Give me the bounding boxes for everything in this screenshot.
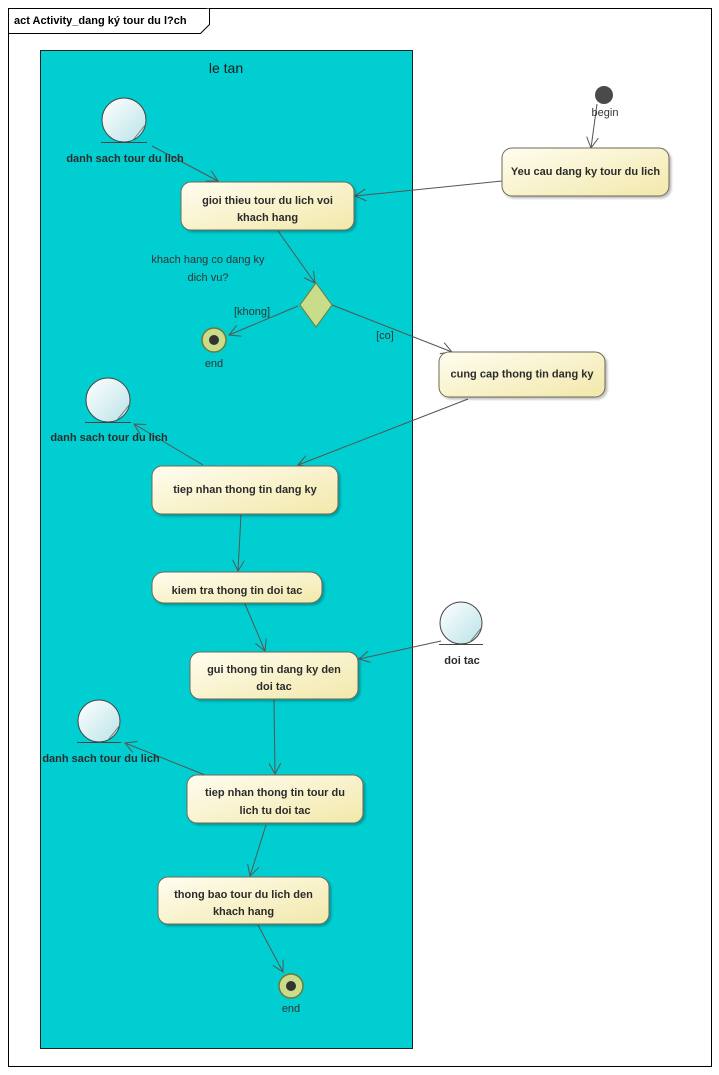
activity-tiep-nhan-label: tiep nhan thong tin dang ky bbox=[173, 484, 317, 496]
edges bbox=[125, 103, 597, 972]
entity-ds3[interactable] bbox=[77, 699, 121, 743]
edge-gui-to-tiep-nhan-tour bbox=[274, 699, 275, 774]
edge-decision-to-end bbox=[229, 305, 299, 335]
activity-gioi-thieu[interactable]: gioi thieu tour du lich voi khach hang bbox=[180, 181, 355, 231]
entity-ds1-label: danh sach tour du lich bbox=[66, 153, 184, 165]
entity-doi-tac-label: doi tac bbox=[444, 655, 479, 667]
swimlane-title: le tan bbox=[209, 60, 243, 76]
activity-gui-thong-tin[interactable]: gui thong tin dang ky den doi tac bbox=[189, 651, 359, 700]
activity-gui-thong-tin-label-1: gui thong tin dang ky den bbox=[207, 664, 341, 676]
edge-yeu-cau-to-gioi-thieu bbox=[355, 180, 503, 196]
activity-yeu-cau-label: Yeu cau dang ky tour du lich bbox=[511, 166, 660, 178]
edge-begin-to-yeu-cau bbox=[591, 103, 597, 148]
activity-thong-bao-label-1: thong bao tour du lich den bbox=[174, 889, 313, 901]
activity-tiep-nhan[interactable]: tiep nhan thong tin dang ky bbox=[151, 465, 339, 515]
frame-title-tab bbox=[8, 8, 210, 34]
activity-tiep-nhan-tour-label-1: tiep nhan thong tin tour du bbox=[205, 787, 345, 799]
edge-tiep-nhan-to-ds2 bbox=[134, 424, 204, 466]
edge-thong-bao-to-end bbox=[257, 924, 283, 972]
activity-tiep-nhan-tour-label-2: lich tu doi tac bbox=[240, 805, 311, 817]
guard-co: [co] bbox=[376, 330, 394, 342]
decision-question-line-1: khach hang co dang ky bbox=[151, 254, 265, 266]
guard-khong: [khong] bbox=[234, 306, 270, 318]
final-node-2-label: end bbox=[282, 1003, 300, 1015]
activity-yeu-cau[interactable]: Yeu cau dang ky tour du lich bbox=[501, 147, 670, 197]
edge-tiep-nhan-to-kiem-tra bbox=[238, 514, 241, 571]
activity-kiem-tra-label: kiem tra thong tin doi tac bbox=[172, 585, 303, 597]
frame-title: act Activity_dang ký tour du l?ch bbox=[14, 15, 187, 27]
decision-node[interactable] bbox=[299, 282, 333, 328]
activity-cung-cap[interactable]: cung cap thong tin dang ky bbox=[438, 351, 606, 398]
activity-kiem-tra[interactable]: kiem tra thong tin doi tac bbox=[151, 571, 323, 604]
decision-question-line-2: dich vu? bbox=[188, 272, 229, 284]
initial-node-label: begin bbox=[592, 107, 619, 119]
entity-ds2[interactable] bbox=[85, 377, 131, 423]
edge-ds1-to-gioi-thieu bbox=[151, 145, 218, 181]
entity-ds1[interactable] bbox=[101, 97, 147, 143]
edge-tiep-nhan-tour-to-ds3 bbox=[125, 743, 206, 776]
edge-gioi-thieu-to-decision bbox=[277, 230, 315, 283]
activity-tiep-nhan-tour[interactable]: tiep nhan thong tin tour du lich tu doi … bbox=[186, 774, 364, 824]
activity-gioi-thieu-label-2: khach hang bbox=[237, 212, 298, 224]
entity-ds3-label: danh sach tour du lich bbox=[42, 753, 160, 765]
edge-tiep-nhan-tour-to-thong-bao bbox=[250, 824, 267, 876]
entity-doi-tac[interactable] bbox=[439, 601, 483, 645]
activity-gioi-thieu-label-1: gioi thieu tour du lich voi bbox=[202, 195, 333, 207]
activity-gui-thong-tin-label-2: doi tac bbox=[256, 681, 291, 693]
edge-decision-to-cung-cap bbox=[331, 304, 452, 352]
edge-cung-cap-to-tiep-nhan bbox=[298, 398, 469, 465]
activity-thong-bao[interactable]: thong bao tour du lich den khach hang bbox=[157, 876, 330, 925]
final-node-1[interactable] bbox=[201, 327, 227, 353]
initial-node[interactable] bbox=[595, 86, 613, 104]
final-node-1-label: end bbox=[205, 358, 223, 370]
activity-cung-cap-label: cung cap thong tin dang ky bbox=[451, 368, 595, 380]
entity-ds2-label: danh sach tour du lich bbox=[50, 432, 168, 444]
edge-kiem-tra-to-gui bbox=[244, 603, 265, 651]
activity-thong-bao-label-2: khach hang bbox=[213, 906, 274, 918]
final-node-2[interactable] bbox=[278, 973, 304, 999]
edge-doi-tac-to-gui bbox=[359, 640, 442, 659]
